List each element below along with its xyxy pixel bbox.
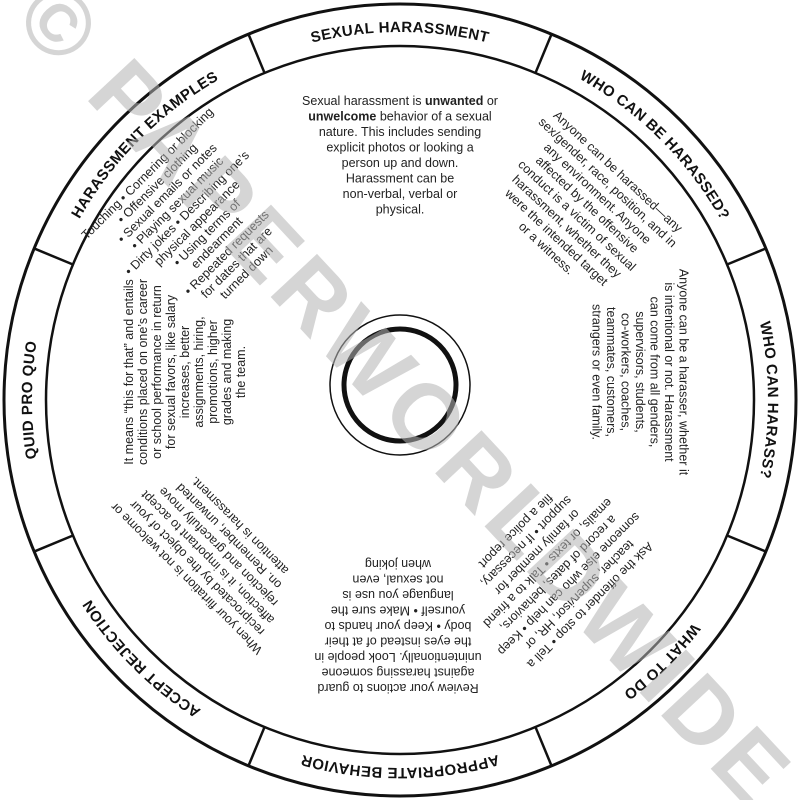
label-divider-line <box>247 33 266 74</box>
label-band-dividers <box>33 33 767 767</box>
section-text-line: can come from all genders, <box>648 297 662 448</box>
section-text-line: Review your actions to guard <box>317 681 478 695</box>
section-text-sexual-harassment: Sexual harassment is unwanted orunwelcom… <box>302 94 498 217</box>
section-text-line: yourself • Make sure the <box>331 604 465 618</box>
section-text-line: language you use is <box>342 588 453 602</box>
section-text-line: physical. <box>376 202 425 216</box>
section-text-line: person up and down. <box>342 156 459 170</box>
section-text-harassment-examples: Touching • Cornering or blocking• Offens… <box>79 105 276 302</box>
section-text-line: not sexual, even <box>352 573 443 587</box>
section-text-line: unwelcome behavior of a sexual <box>308 109 491 123</box>
section-text-line: the team. <box>234 346 248 398</box>
center-hub-ring <box>341 326 459 444</box>
section-text-line: unintentionally. Look people in <box>314 650 481 664</box>
section-text-line: body • Keep your hands to <box>325 619 472 633</box>
section-text-line: grades and making <box>220 319 234 425</box>
label-divider-line <box>247 726 266 767</box>
section-text-line: strangers or even family. <box>590 304 604 440</box>
label-divider-line <box>726 534 767 553</box>
section-text-line: against harassing someone <box>322 666 475 680</box>
label-divider-line <box>33 534 74 553</box>
section-text-line: or school performance in return <box>150 285 164 459</box>
label-divider-line <box>534 726 553 767</box>
section-text-line: increases, better <box>178 326 192 418</box>
section-text-line: nature. This includes sending <box>319 125 481 139</box>
label-divider-line <box>726 247 767 266</box>
label-divider-line <box>534 33 553 74</box>
section-text-line: Harassment can be <box>346 171 454 185</box>
section-label-quid-pro-quo: QUID PRO QUO <box>19 340 41 461</box>
section-text-line: explicit photos or looking a <box>326 140 473 154</box>
section-text-line: is intentional or not. Harassment <box>662 282 676 462</box>
section-text-line: when joking <box>365 557 432 571</box>
section-text-line: for sexual favors, like salary <box>164 294 178 449</box>
section-text-line: supervisors, students, <box>633 311 647 433</box>
section-text-line: assignments, hiring, <box>192 316 206 427</box>
label-divider-line <box>33 247 74 266</box>
section-text-line: Sexual harassment is unwanted or <box>302 94 498 108</box>
section-text-line: Anyone can be a harasser, whether it <box>677 269 691 476</box>
section-text-line: the eyes instead of at their <box>325 635 472 649</box>
section-text-line: teammates, customers, <box>604 307 618 437</box>
section-text-line: conditions placed on one’s career <box>136 279 150 465</box>
section-text-line: It means “this for that” and entails <box>122 279 136 465</box>
section-text-line: co-workers, coaches, <box>619 313 633 431</box>
section-text-line: promotions, higher <box>206 320 220 424</box>
section-text-line: non-verbal, verbal or <box>343 187 458 201</box>
center-hub-outer <box>329 314 471 456</box>
label-band-inner-ring <box>44 44 756 756</box>
